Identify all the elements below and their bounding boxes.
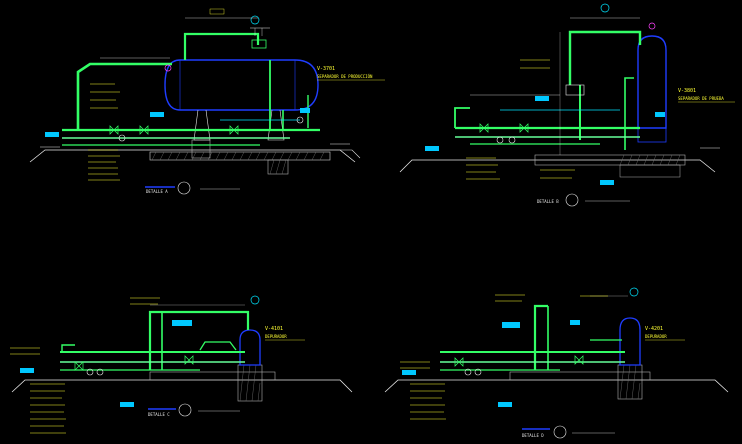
detail-bubble-2 [565, 193, 579, 207]
pile-cap-right [267, 159, 289, 175]
vessel-tag-label: V-3701 [317, 66, 335, 72]
gate-valve-1 [479, 123, 489, 133]
vessel-skirt [637, 127, 667, 143]
pressure-gauge-1 [296, 116, 304, 124]
leader-notes-view-3 [10, 297, 160, 434]
gate-valve-2 [139, 125, 149, 135]
grade-line [399, 159, 716, 173]
riser-pipe [148, 310, 250, 370]
detail-title-3: DETALLE C [148, 412, 170, 417]
gate-valve-3 [229, 125, 239, 135]
flow-meter [496, 136, 504, 144]
detail-title-1: DETALLE A [146, 189, 168, 194]
grade-line-right [340, 149, 361, 159]
leader-notes-view-2 [466, 59, 575, 180]
detail-bubble-1 [177, 181, 191, 195]
pile-cap [619, 164, 681, 178]
flow-meter-1 [118, 134, 126, 142]
vessel-service-label: DEPURADOR [645, 334, 667, 339]
detail-bubble-4 [553, 425, 567, 439]
saddle-left [193, 109, 211, 141]
grade-line [29, 149, 356, 163]
foundation-slab [509, 371, 651, 381]
instrument-bubble-1 [250, 15, 260, 25]
detail-title-4: DETALLE D [522, 433, 544, 438]
detail-bubble-3 [178, 403, 192, 417]
pile-cap-hatch [269, 159, 287, 175]
relief-valve [251, 39, 267, 49]
instrument-bubble-2 [164, 64, 172, 72]
instrument-bubble [600, 3, 610, 13]
gate-valve-1 [109, 125, 119, 135]
vessel-v4201 [619, 317, 641, 366]
vessel-tag-label: V-3801 [678, 88, 696, 94]
foundation-slab [534, 154, 686, 166]
riser-support [565, 84, 585, 96]
vessel-service-label: SEPARADOR DE PRODUCCIÓN [317, 74, 373, 79]
top-pipe [183, 32, 260, 60]
foundation-slab [149, 371, 276, 381]
leader-notes-view-1 [88, 83, 120, 181]
gate-valve-2 [519, 123, 529, 133]
view-2-elevation: V-3801 SEPARADOR DE PRUEBA DETALLE B [399, 3, 735, 207]
view-4-elevation: V-4201 DEPURADOR DETALLE D [384, 287, 729, 439]
vessel-service-label: SEPARADOR DE PRUEBA [678, 96, 724, 101]
detail-title-2: DETALLE B [537, 199, 559, 204]
vessel-service-label: DEPURADOR [265, 334, 287, 339]
view-3-elevation: V-4101 DEPURADOR DETALLE C [10, 295, 353, 434]
line-tag-box-2 [150, 112, 164, 117]
riser-pipe [533, 304, 548, 370]
riser-pipe [568, 30, 642, 85]
leader-notes-view-4 [400, 294, 608, 420]
view-1-elevation: V-3701 SEPARADOR DE PRODUCCIÓN DETALLE A [29, 8, 385, 195]
vessel-tag-label: V-4201 [645, 326, 663, 332]
vessel-v4101 [239, 329, 261, 366]
vessel-tag-label: V-4101 [265, 326, 283, 332]
line-tag-box-3 [300, 108, 310, 113]
line-tag-box-1 [45, 132, 59, 137]
outlet-pipe [624, 77, 634, 150]
inlet-pipe [76, 62, 172, 130]
pressure-gauge [508, 136, 516, 144]
